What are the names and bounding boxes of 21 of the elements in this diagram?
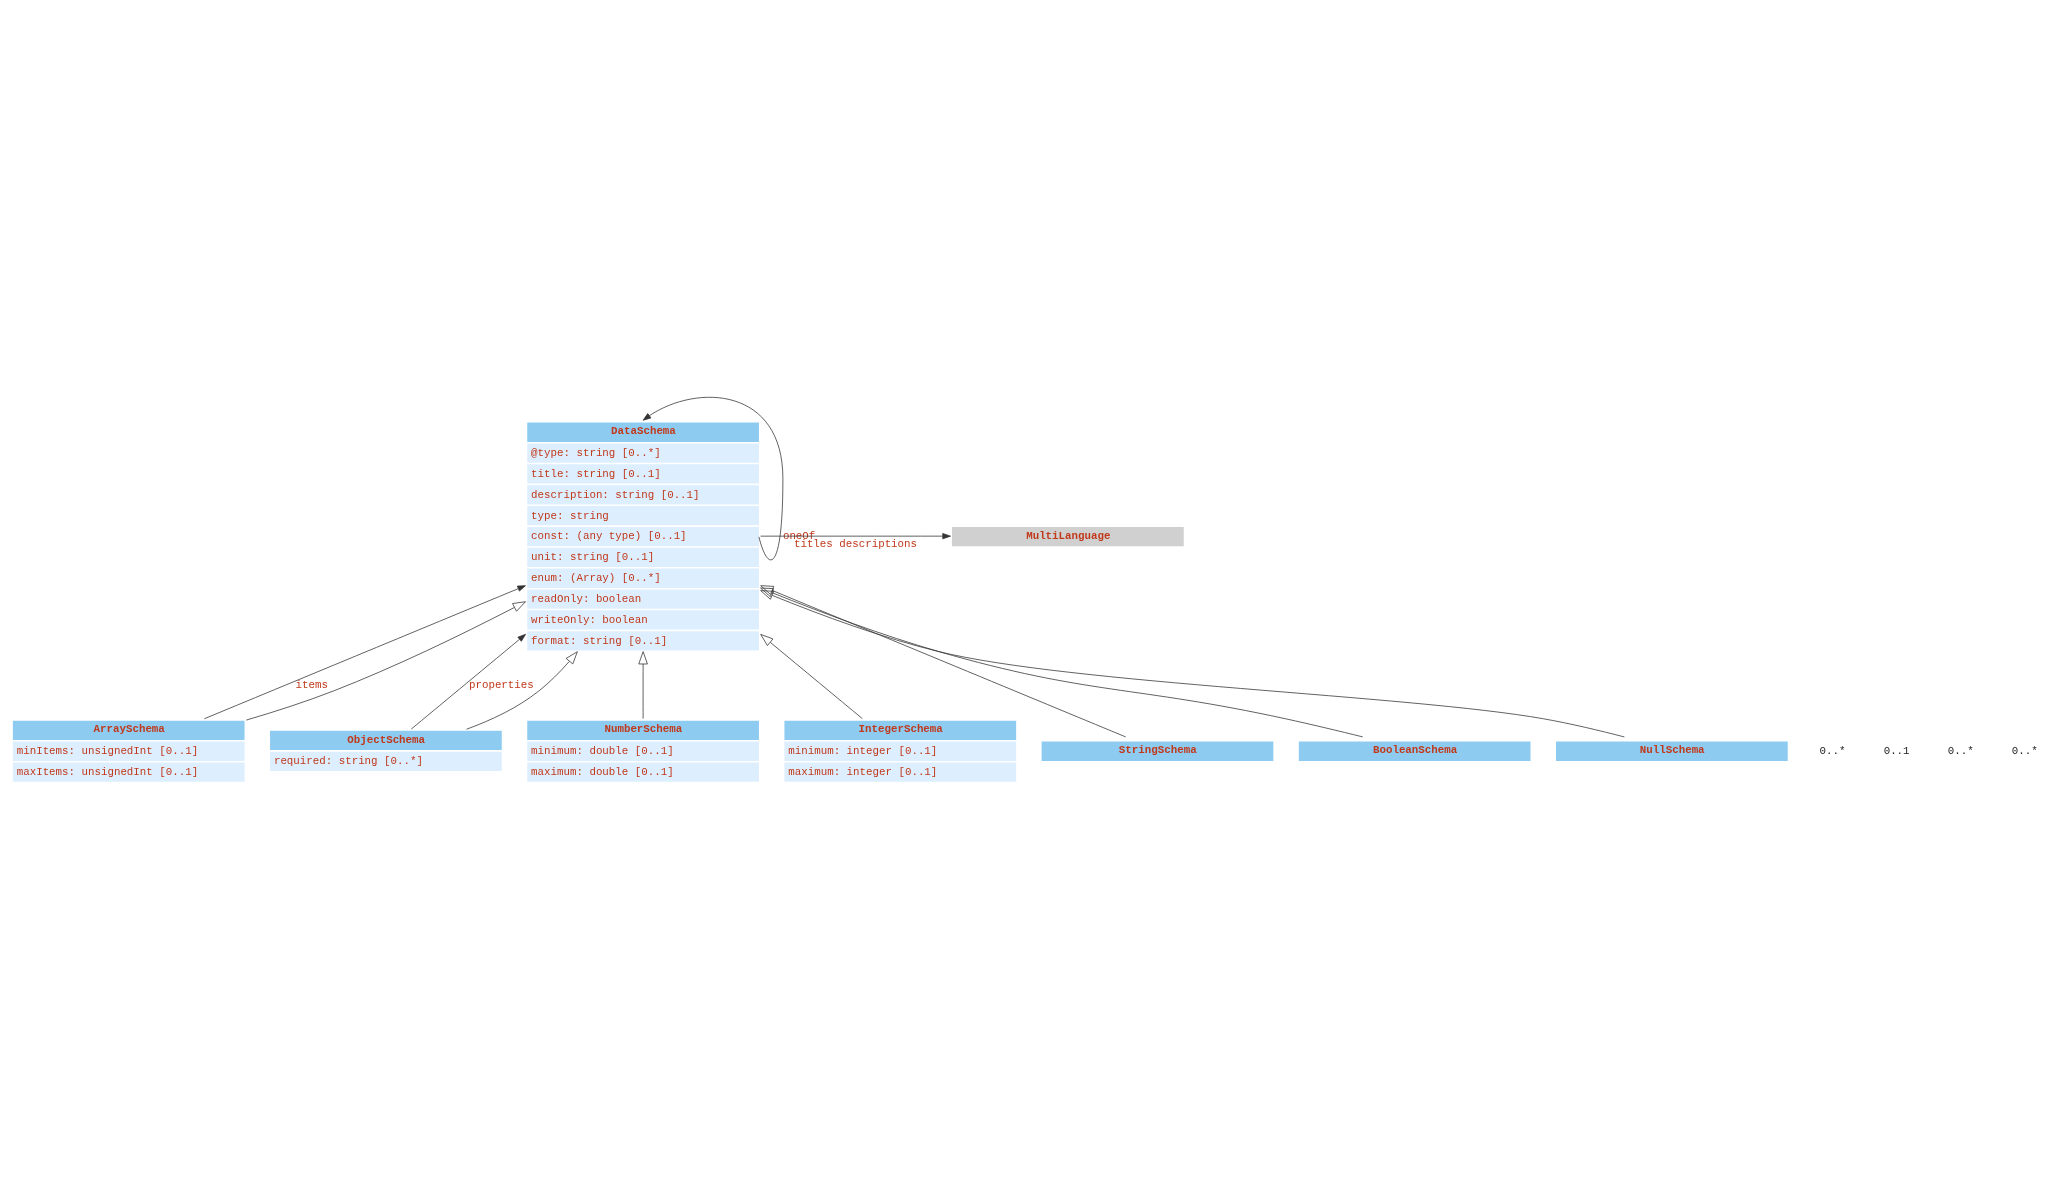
arrow [410,633,526,729]
arrow [760,633,863,719]
arrow [760,589,1625,737]
label: 0..* [2011,744,2038,757]
arrow [760,532,951,539]
edge-label: items [295,678,328,691]
arrow [203,584,526,719]
node-box: BooleanSchema [1298,741,1531,761]
arrow [642,396,784,560]
edge-label: properties [468,678,534,691]
arrow [245,600,526,720]
label: 0..* [1947,744,1974,757]
arrow [760,587,1364,737]
label: 0..* [1819,744,1846,757]
node-box: StringSchema [1041,741,1274,761]
arrow [760,584,1127,737]
node-box: NullSchema [1556,741,1788,761]
arrow [466,650,578,730]
label: 0..1 [1883,744,1910,757]
node-box: MultiLanguage [952,526,1184,546]
arrow [638,650,648,719]
